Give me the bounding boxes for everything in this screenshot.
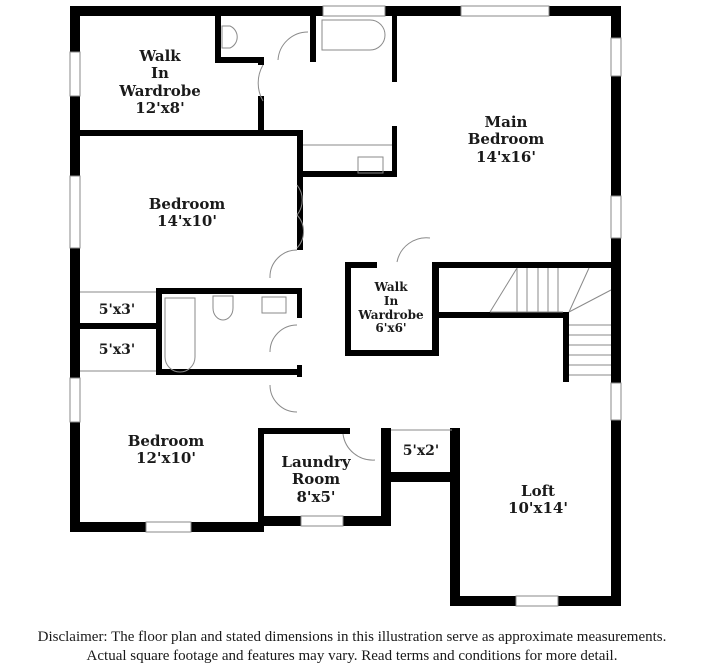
room-closet-1: 5'x3' xyxy=(98,302,136,318)
room-bedroom-2: Bedroom 12'x10' xyxy=(127,432,205,468)
room-bedroom-1: Bedroom 14'x10' xyxy=(148,195,226,231)
room-closet-3: 5'x2' xyxy=(402,443,440,459)
room-main-bedroom: Main Bedroom 14'x16' xyxy=(467,113,545,166)
disclaimer-line-1: Disclaimer: The floor plan and stated di… xyxy=(37,629,667,645)
walls xyxy=(70,6,621,606)
room-closet-2: 5'x3' xyxy=(98,342,136,358)
disclaimer-line-2: Actual square footage and features may v… xyxy=(86,648,618,664)
room-loft: Loft 10'x14' xyxy=(508,482,568,518)
fixtures xyxy=(80,19,612,461)
room-walk-in-wardrobe-1: Walk In Wardrobe 12'x8' xyxy=(119,47,201,117)
floor-plan xyxy=(69,5,622,607)
windows xyxy=(69,5,622,607)
room-walk-in-wardrobe-2: Walk In Wardrobe 6'x6' xyxy=(358,280,424,336)
disclaimer: Disclaimer: The floor plan and stated di… xyxy=(0,628,704,666)
room-laundry: Laundry Room 8'x5' xyxy=(281,453,351,506)
